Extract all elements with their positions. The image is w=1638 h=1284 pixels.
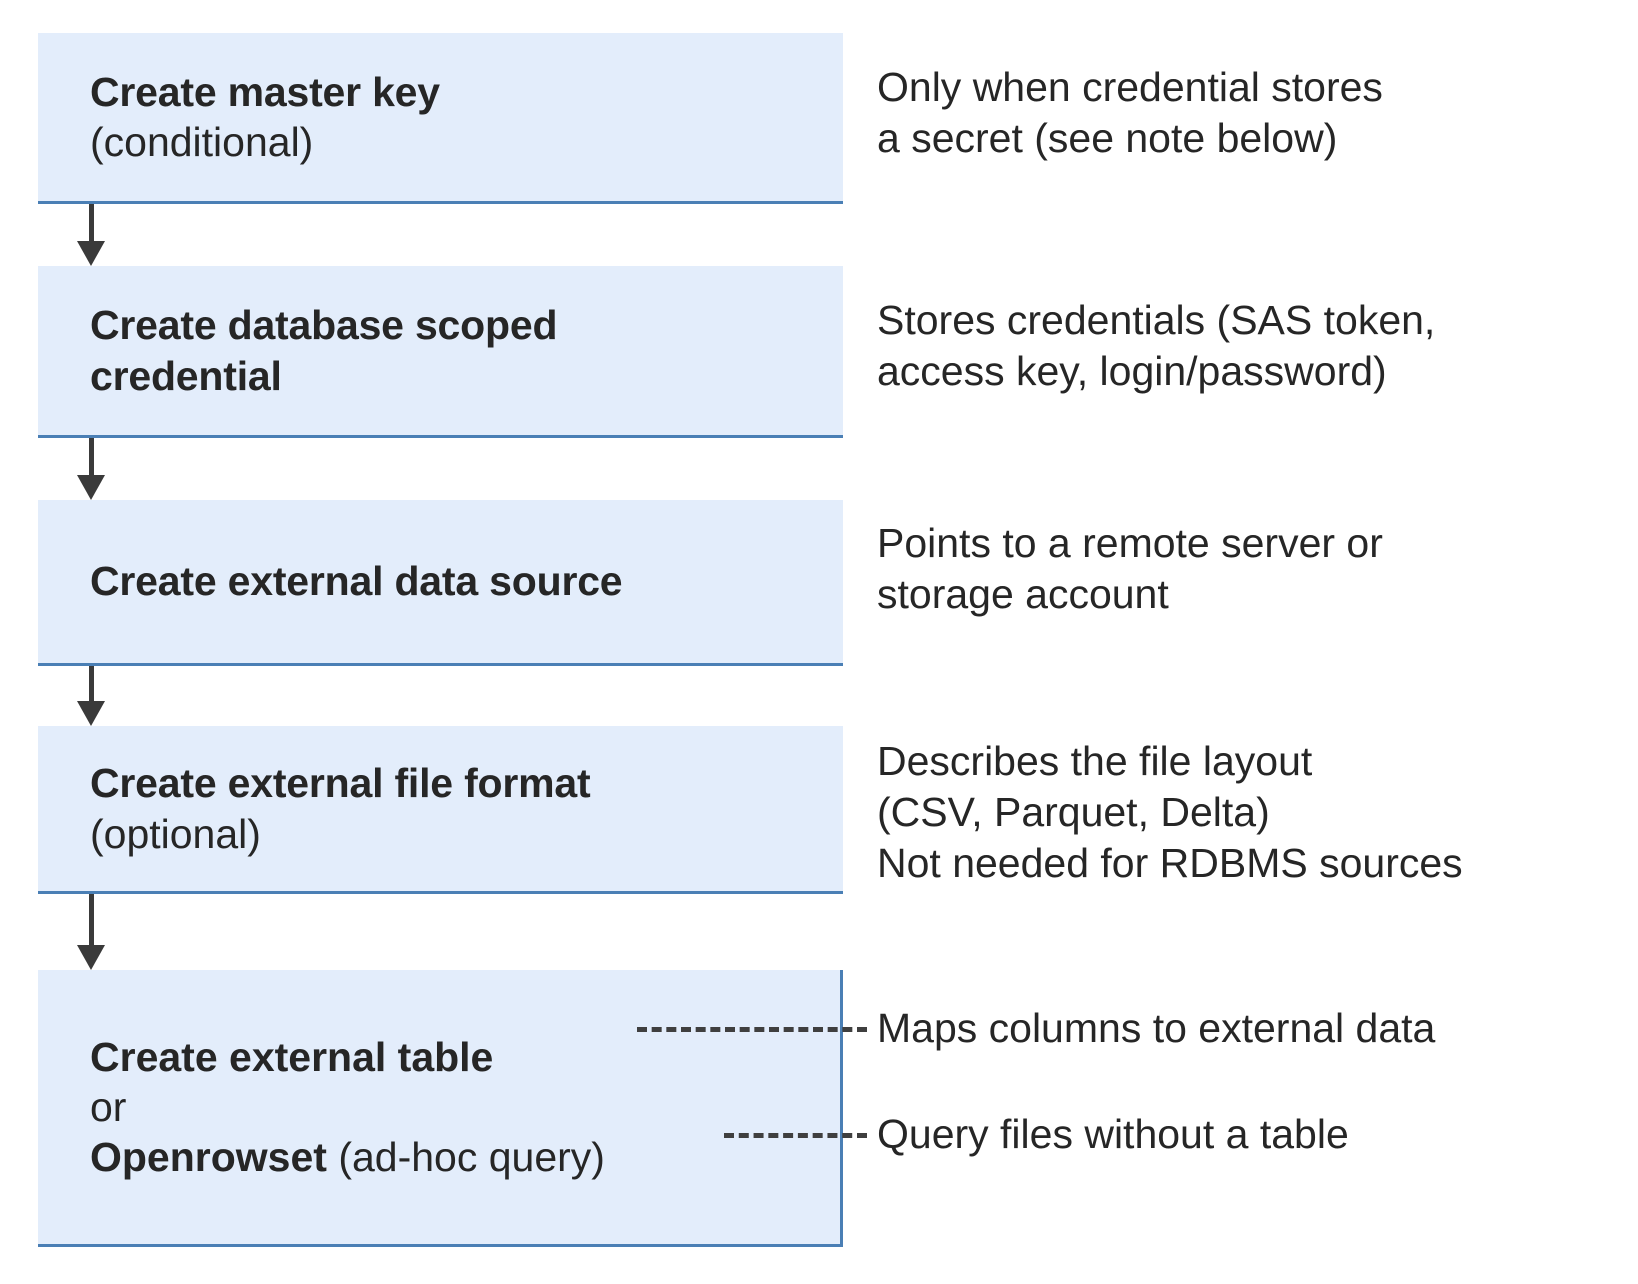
option-b-qualifier: (ad-hoc query)	[326, 1134, 605, 1180]
note-create-external-file-format: Describes the file layout (CSV, Parquet,…	[877, 738, 1463, 886]
step-box-create-external-file-format[interactable]: Create external file format (optional)	[38, 726, 843, 894]
arrow-down-icon-4	[77, 894, 105, 970]
arrow-down-icon-3	[77, 666, 105, 726]
option-a-label: Create external table	[90, 1033, 494, 1080]
step-subtitle-conditional: (conditional)	[90, 119, 314, 165]
arrow-down-icon-2	[77, 438, 105, 500]
arrow-head	[77, 945, 105, 970]
step-box-content: Create database scoped credential	[38, 300, 843, 400]
option-separator-or: or	[90, 1082, 830, 1132]
arrow-shaft	[89, 666, 94, 701]
step-box-content: Create master key (conditional)	[38, 67, 843, 167]
option-create-external-table: Create external table	[90, 1032, 830, 1082]
step-box-content: Create external file format (optional)	[38, 758, 843, 858]
arrow-shaft	[89, 204, 94, 241]
note-maps-columns-to-external-data: Maps columns to external data	[877, 1005, 1436, 1051]
dashed-connector-openrowset	[724, 1133, 867, 1138]
arrow-shaft	[89, 894, 94, 945]
note-create-external-data-source: Points to a remote server or storage acc…	[877, 520, 1383, 617]
arrow-shaft	[89, 438, 94, 475]
note-create-database-scoped-credential: Stores credentials (SAS token, access ke…	[877, 297, 1436, 394]
step-title-create-external-data-source: Create external data source	[90, 558, 623, 605]
arrow-head	[77, 241, 105, 266]
step-box-create-external-table-or-openrowset[interactable]: Create external table or Openrowset (ad-…	[38, 970, 843, 1247]
or-label: or	[90, 1083, 127, 1130]
step-box-create-external-data-source[interactable]: Create external data source	[38, 500, 843, 666]
note-query-files-without-a-table: Query files without a table	[877, 1111, 1349, 1157]
step-box-create-database-scoped-credential[interactable]: Create database scoped credential	[38, 266, 843, 438]
step-subtitle-optional: (optional)	[90, 810, 261, 857]
note-create-master-key: Only when credential stores a secret (se…	[877, 64, 1383, 161]
step-title-create-external-file-format: Create external file format	[90, 760, 591, 807]
step-title-create-database-scoped-credential: Create database scoped credential	[90, 302, 558, 399]
step-box-content: Create external table or Openrowset (ad-…	[38, 1032, 840, 1182]
arrow-head	[77, 701, 105, 726]
option-openrowset: Openrowset (ad-hoc query)	[90, 1132, 830, 1182]
step-box-create-master-key[interactable]: Create master key (conditional)	[38, 33, 843, 204]
option-b-label: Openrowset	[90, 1134, 327, 1180]
arrow-head	[77, 475, 105, 500]
arrow-down-icon-1	[77, 204, 105, 266]
dashed-connector-external-table	[637, 1027, 867, 1032]
step-box-content: Create external data source	[38, 556, 843, 606]
step-title-create-master-key: Create master key	[90, 68, 440, 115]
